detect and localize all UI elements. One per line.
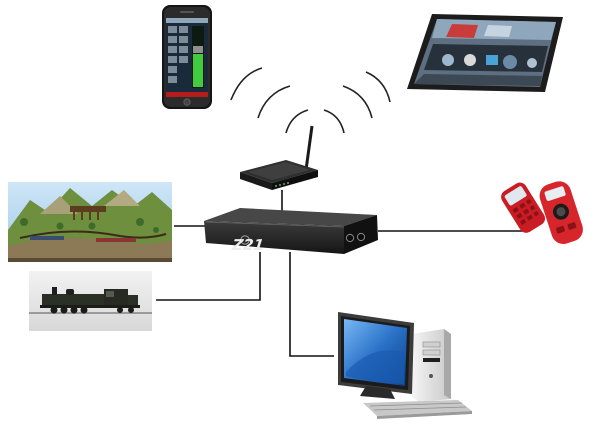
unit-socket-1 <box>345 233 355 243</box>
unit-button-left <box>240 235 250 245</box>
locomotive-image <box>29 271 152 331</box>
wifi-arc-inner-left <box>285 109 309 134</box>
wire-desktop <box>289 252 334 357</box>
wifi-arc-inner-right <box>323 109 345 134</box>
central-unit: Z21 <box>204 208 378 254</box>
wifi-signal-arcs <box>230 67 391 134</box>
tablet-icon <box>407 14 563 92</box>
unit-socket-2 <box>356 232 366 242</box>
smartphone-icon <box>162 5 212 109</box>
wifi-arc-mid-right <box>342 85 373 119</box>
wifi-arc-outer-right <box>365 71 391 103</box>
handheld-controller-icon <box>501 181 583 244</box>
wifi-arc-outer-left <box>230 67 263 101</box>
desktop-computer-icon <box>338 312 472 419</box>
central-unit-label: Z21 <box>230 236 265 254</box>
router-icon <box>240 125 318 190</box>
wifi-arc-mid-left <box>257 85 291 119</box>
model-railway-layout-image <box>8 182 172 262</box>
router-antenna <box>304 125 314 171</box>
connection-wires <box>156 190 530 357</box>
wire-locomotive <box>156 252 261 301</box>
